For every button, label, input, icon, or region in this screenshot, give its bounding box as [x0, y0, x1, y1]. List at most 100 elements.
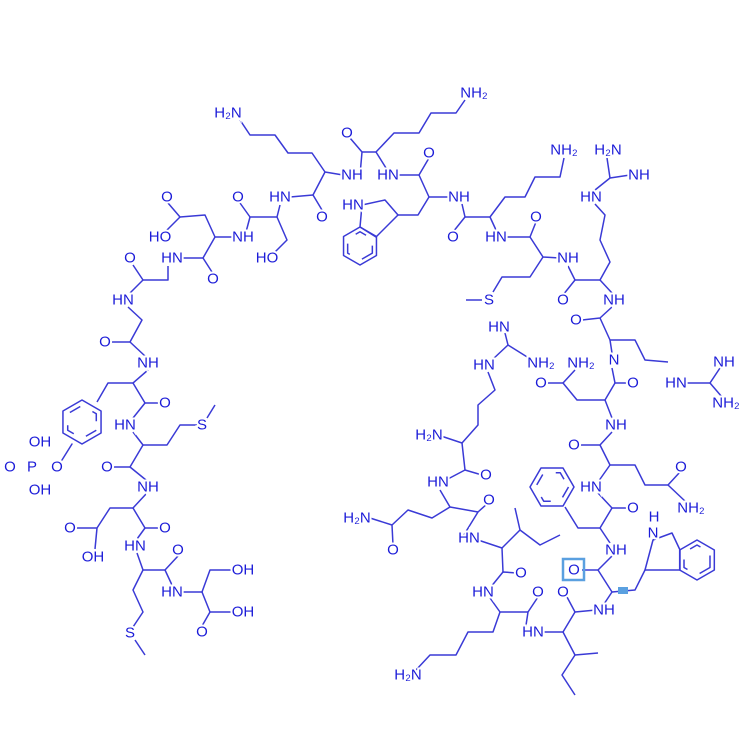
bond — [566, 596, 597, 613]
bond — [609, 339, 613, 354]
benzene-ring — [678, 539, 716, 581]
bond — [547, 382, 616, 401]
atom-label: O — [99, 334, 111, 351]
atom-label: S — [125, 625, 135, 642]
atom-label: HO — [256, 250, 279, 267]
bond — [603, 591, 613, 605]
atom-label: OH — [29, 434, 52, 451]
atom-label: O — [535, 375, 547, 392]
bond — [132, 424, 197, 446]
bond — [245, 216, 251, 233]
aromatic-bond — [66, 404, 98, 440]
atom-label: O — [627, 500, 639, 517]
bond — [611, 367, 628, 384]
atom-label: NH — [232, 229, 254, 246]
atom-label: S — [484, 292, 494, 309]
atom-label: HN — [114, 417, 136, 434]
pyrrole-ring — [644, 532, 681, 571]
bond — [461, 371, 496, 444]
bond — [132, 552, 144, 628]
bond — [492, 256, 544, 293]
highlight-stereo-bond — [618, 587, 628, 594]
atom-label: HN — [269, 189, 291, 206]
aryl-o-bond — [61, 443, 73, 461]
bond — [599, 527, 611, 544]
bond — [597, 492, 628, 509]
atom-label: O — [51, 459, 63, 476]
atom-label: O — [480, 467, 492, 484]
bond — [201, 611, 211, 627]
bonds — [76, 99, 723, 696]
atom-label: NH — [713, 354, 735, 371]
atom-label: O — [4, 459, 16, 476]
bond — [76, 493, 147, 529]
atom-label: NH — [557, 250, 579, 267]
bond — [709, 382, 723, 398]
atom-label: HN — [488, 319, 510, 336]
bond — [561, 654, 576, 696]
atom-label: O — [159, 395, 171, 412]
pyrrole-ring — [359, 199, 399, 238]
atom-label: P — [27, 459, 37, 476]
bond — [369, 517, 393, 526]
bond — [507, 344, 533, 361]
atom-label: O — [570, 312, 582, 329]
bond — [136, 527, 146, 540]
bond — [112, 444, 144, 468]
bond — [562, 631, 599, 656]
bond — [542, 611, 576, 633]
atom-label: O — [568, 437, 580, 454]
atom-label: NH — [603, 292, 625, 309]
atom-label: H₂N — [594, 142, 622, 159]
bond — [581, 306, 613, 321]
atom-label: O — [161, 189, 173, 206]
atom-label: H — [649, 509, 660, 526]
bond — [202, 236, 216, 273]
bond — [599, 317, 669, 363]
bond — [606, 157, 611, 179]
benzene-ring — [62, 399, 102, 445]
bond — [667, 484, 687, 503]
bond — [129, 279, 144, 294]
bond — [112, 306, 143, 343]
bond — [132, 264, 169, 281]
bond — [575, 203, 611, 281]
atom-label: NH₂ — [677, 500, 705, 517]
rings — [61, 199, 716, 581]
aromatic-bond — [683, 544, 711, 576]
bond — [465, 157, 565, 218]
atom-label: NH₂ — [567, 355, 595, 372]
bond — [477, 539, 504, 573]
atom-label: O — [557, 584, 569, 601]
atom-label: O — [447, 229, 459, 246]
atom-label: O — [207, 271, 219, 288]
atom-label: NH — [628, 167, 650, 184]
atom-label: O — [627, 375, 639, 392]
atom-label: HN — [473, 357, 495, 374]
benzene-ring — [342, 226, 378, 266]
atom-label: H₂N — [394, 667, 422, 684]
atom-label: NH — [137, 355, 159, 372]
atom-label: HN — [342, 197, 364, 214]
bond — [375, 151, 387, 169]
atom-label: O — [515, 565, 527, 582]
bond — [362, 99, 466, 153]
bond — [94, 527, 98, 550]
bond — [580, 431, 613, 446]
bond — [164, 569, 173, 586]
atom-label: N — [648, 525, 659, 542]
atom-label: O — [532, 584, 544, 601]
atom-label: OH — [82, 549, 105, 566]
bond — [391, 506, 451, 546]
atom-label: O — [101, 459, 113, 476]
atom-label: HN — [161, 250, 183, 267]
atom-label: O — [568, 562, 580, 579]
bond — [129, 341, 146, 357]
atom-label: HN — [458, 530, 480, 547]
atom-label: NH — [593, 602, 615, 619]
bond — [132, 507, 160, 529]
atom-label: O — [675, 459, 687, 476]
bond — [167, 202, 235, 238]
atom-label: O — [483, 492, 495, 509]
